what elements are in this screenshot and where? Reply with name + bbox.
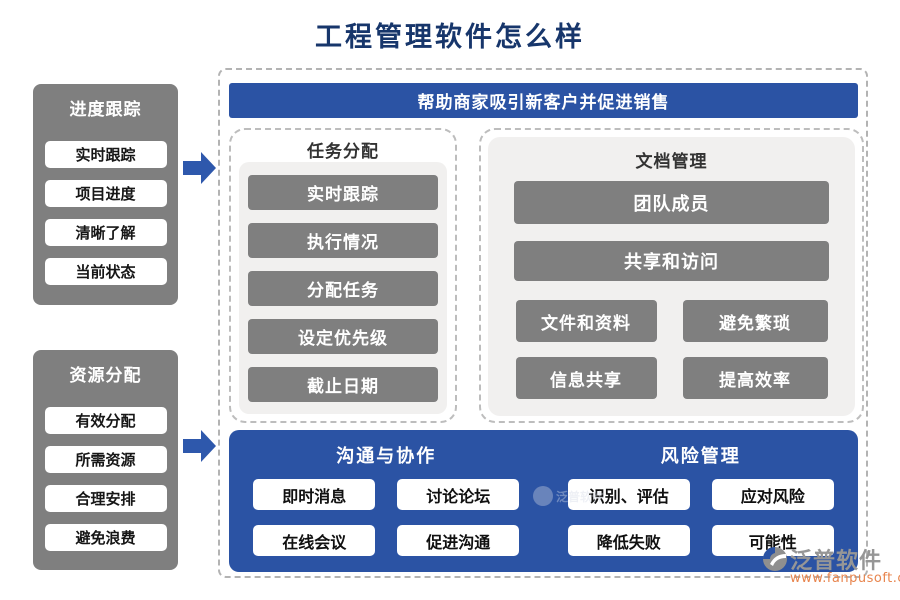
watermark-url: www.fanpusoft.com	[790, 571, 900, 586]
list-item: 所需资源	[44, 446, 167, 473]
list-item: 降低失败	[567, 525, 690, 556]
list-item: 实时跟踪	[44, 141, 167, 168]
communication-items: 即时消息 讨论论坛 在线会议 促进沟通	[229, 479, 544, 556]
list-item: 文件和资料	[515, 300, 657, 342]
list-item: 避免浪费	[44, 524, 167, 551]
list-item: 项目进度	[44, 180, 167, 207]
list-item: 执行情况	[248, 222, 438, 258]
list-item: 团队成员	[514, 181, 829, 224]
list-item: 提高效率	[682, 357, 828, 399]
watermark-brand: 泛普软件	[762, 543, 882, 575]
communication-section: 沟通与协作 即时消息 讨论论坛 在线会议 促进沟通	[229, 430, 544, 572]
document-management-panel: 文档管理 团队成员 共享和访问 文件和资料 避免繁琐 信息共享 提高效率	[479, 128, 864, 423]
progress-tracking-items: 实时跟踪 项目进度 清晰了解 当前状态	[33, 141, 178, 285]
list-item: 应对风险	[711, 479, 834, 510]
fanpu-logo-icon	[763, 547, 787, 571]
list-item: 促进沟通	[397, 525, 520, 556]
arrow-right-icon	[183, 152, 216, 184]
task-assignment-items: 实时跟踪 执行情况 分配任务 设定优先级 截止日期	[239, 162, 447, 414]
list-item: 信息共享	[515, 357, 657, 399]
list-item: 识别、评估	[567, 479, 690, 510]
list-item: 截止日期	[248, 366, 438, 402]
communication-title: 沟通与协作	[336, 446, 437, 467]
list-item: 清晰了解	[44, 219, 167, 246]
list-item: 共享和访问	[514, 241, 829, 281]
task-assignment-panel: 任务分配 实时跟踪 执行情况 分配任务 设定优先级 截止日期	[229, 128, 457, 423]
list-item: 设定优先级	[248, 318, 438, 354]
list-item: 有效分配	[44, 407, 167, 434]
progress-tracking-box: 进度跟踪 实时跟踪 项目进度 清晰了解 当前状态	[33, 84, 178, 305]
main-diagram-container: 帮助商家吸引新客户并促进销售 任务分配 实时跟踪 执行情况 分配任务 设定优先级…	[218, 68, 868, 578]
list-item: 讨论论坛	[397, 479, 520, 510]
list-item: 在线会议	[253, 525, 376, 556]
bottom-panel: 沟通与协作 即时消息 讨论论坛 在线会议 促进沟通 风险管理 识别、评估 应对风…	[229, 430, 858, 572]
resource-allocation-title: 资源分配	[69, 366, 142, 386]
document-management-inner: 文档管理 团队成员 共享和访问 文件和资料 避免繁琐 信息共享 提高效率	[488, 137, 855, 416]
arrow-right-icon	[183, 430, 216, 462]
risk-management-title: 风险管理	[660, 446, 741, 467]
resource-allocation-box: 资源分配 有效分配 所需资源 合理安排 避免浪费	[33, 350, 178, 570]
list-item: 即时消息	[253, 479, 376, 510]
resource-allocation-items: 有效分配 所需资源 合理安排 避免浪费	[33, 407, 178, 551]
list-item: 当前状态	[44, 258, 167, 285]
watermark-brand-text: 泛普软件	[790, 549, 883, 574]
list-item: 实时跟踪	[248, 174, 438, 210]
progress-tracking-title: 进度跟踪	[69, 100, 142, 120]
banner: 帮助商家吸引新客户并促进销售	[229, 83, 858, 118]
document-management-grid: 文件和资料 避免繁琐 信息共享 提高效率	[515, 300, 828, 399]
list-item: 分配任务	[248, 270, 438, 306]
task-assignment-title: 任务分配	[307, 142, 379, 162]
list-item: 合理安排	[44, 485, 167, 512]
page-title: 工程管理软件怎么样	[315, 22, 585, 53]
list-item: 避免繁琐	[682, 300, 828, 342]
document-management-title: 文档管理	[635, 152, 708, 172]
